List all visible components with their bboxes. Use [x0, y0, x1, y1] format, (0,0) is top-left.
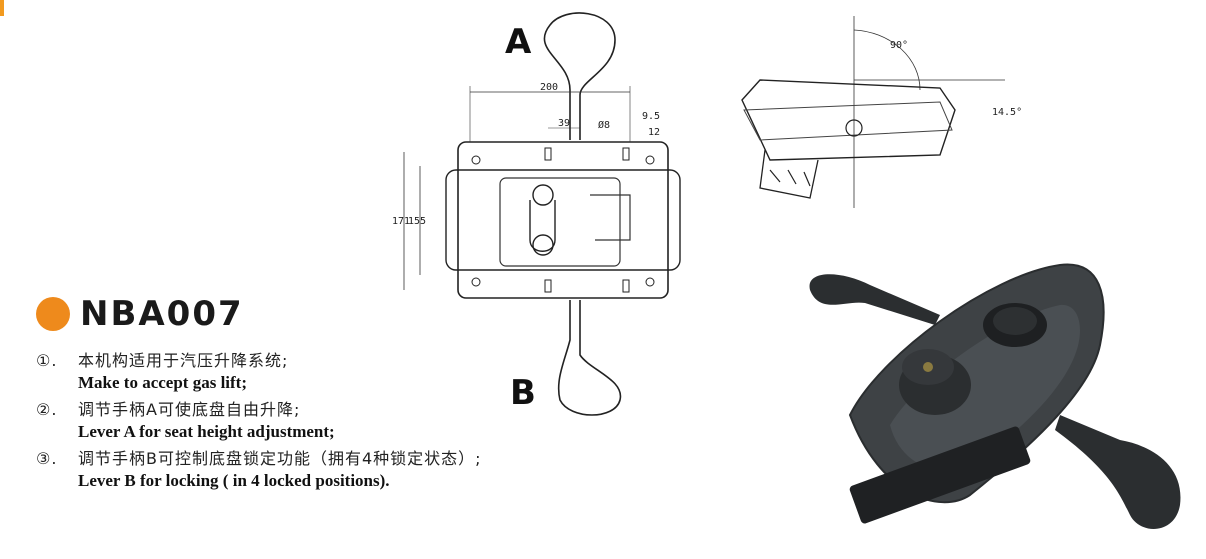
feature-zh: 调节手柄A可使底盘自由升降;: [78, 400, 301, 419]
feature-zh: 调节手柄B可控制底盘锁定功能（拥有4种锁定状态）;: [78, 449, 482, 468]
product-title: NBA007: [36, 294, 244, 334]
feature-en: Lever B for locking ( in 4 locked positi…: [78, 471, 390, 490]
product-code: NBA007: [80, 294, 244, 334]
product-photo: [809, 263, 1181, 529]
feature-en: Lever A for seat height adjustment;: [78, 422, 335, 441]
dim-171: 171: [392, 216, 410, 227]
dim-9-5: 9.5: [642, 111, 660, 122]
feature-number: ②.: [36, 400, 58, 419]
feature-item: ①. 本机构适用于汽压升降系统; Make to accept gas lift;: [36, 350, 482, 393]
feature-item: ③. 调节手柄B可控制底盘锁定功能（拥有4种锁定状态）; Lever B for …: [36, 448, 482, 491]
feature-en: Make to accept gas lift;: [78, 373, 248, 392]
angle-90: 90°: [890, 40, 908, 51]
dim-width: 200: [540, 82, 558, 93]
top-view-drawing: 200 39 Ø8 9.5 12 171 155: [392, 12, 681, 416]
side-view-drawing: 90° 14.5°: [741, 16, 1022, 208]
feature-number: ③.: [36, 449, 58, 468]
corner-accent: [0, 0, 4, 16]
dim-8: Ø8: [598, 119, 610, 131]
feature-zh: 本机构适用于汽压升降系统;: [78, 351, 289, 370]
lever-b-label: B: [510, 373, 536, 413]
dim-12: 12: [648, 127, 660, 138]
dim-155: 155: [408, 216, 426, 227]
dim-39: 39: [558, 118, 570, 129]
feature-list: ①. 本机构适用于汽压升降系统; Make to accept gas lift;…: [36, 350, 482, 497]
bullet-dot: [36, 297, 70, 331]
feature-item: ②. 调节手柄A可使底盘自由升降; Lever A for seat height…: [36, 399, 482, 442]
feature-number: ①.: [36, 351, 58, 370]
lever-a-label: A: [505, 22, 532, 62]
angle-14-5: 14.5°: [992, 107, 1022, 118]
